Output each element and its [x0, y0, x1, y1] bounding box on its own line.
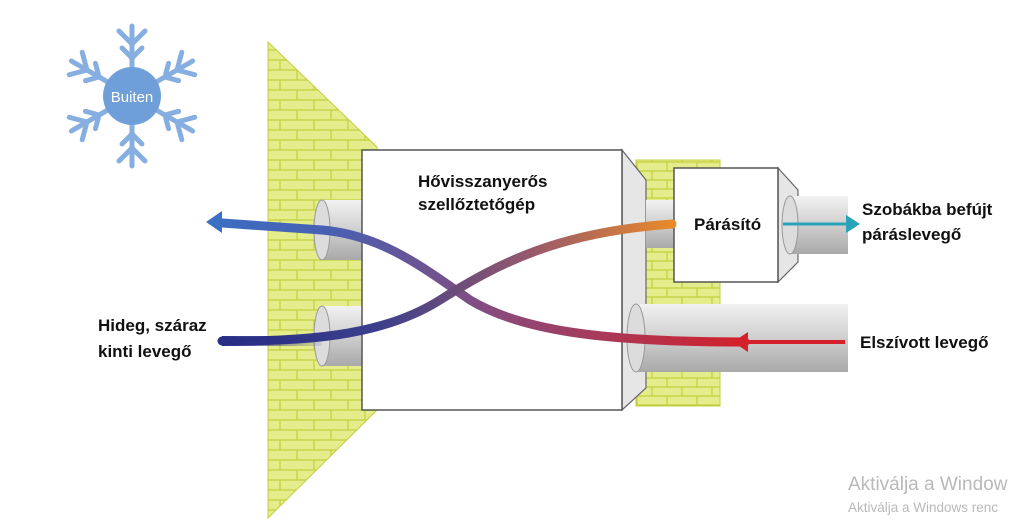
humidifier-label: Párásító: [694, 215, 761, 234]
extract-arrowhead: [733, 332, 748, 352]
windows-activation-watermark-line1: Aktiválja a Window: [848, 474, 1008, 495]
windows-activation-watermark-line2: Aktiválja a Windows renc: [848, 500, 999, 515]
machine-label-line1: Hővisszanyerős: [418, 172, 547, 191]
exhaust-arrowhead: [206, 211, 222, 233]
outdoor-label-line1: Hideg, száraz: [98, 316, 207, 335]
outer-wall: [267, 40, 378, 520]
outdoor-label-line2: kinti levegő: [98, 342, 192, 361]
machine-label-line2: szellőztetőgép: [418, 195, 535, 214]
supply-label-line1: Szobákba befújt: [862, 200, 993, 219]
exhaust-airflow: [217, 218, 750, 347]
extract-label: Elszívott levegő: [860, 333, 988, 352]
snowflake-icon: [66, 23, 198, 169]
supply-label-line2: páráslevegő: [862, 225, 961, 244]
snowflake-label: Buiten: [111, 89, 154, 106]
intake-fade: [222, 336, 322, 346]
supply-arrowhead: [846, 215, 860, 233]
